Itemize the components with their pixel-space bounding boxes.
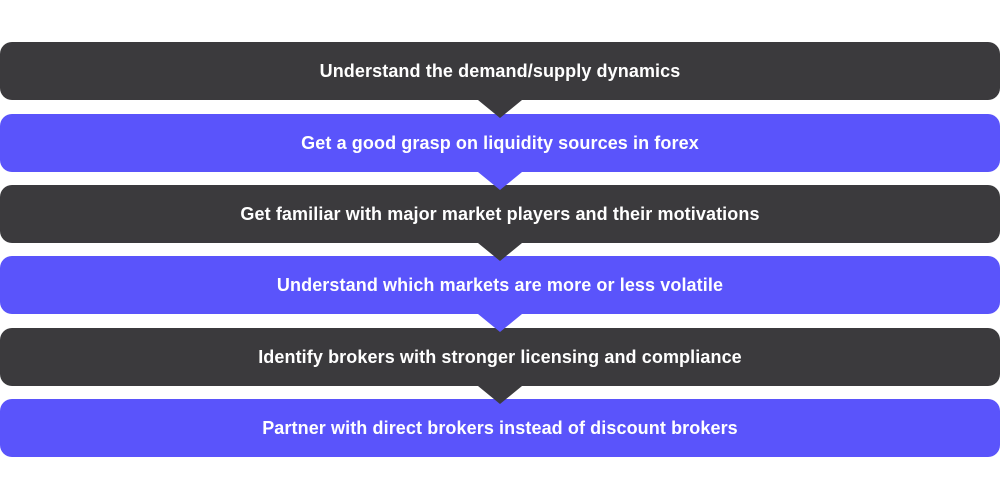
step-1-down-arrow-icon	[478, 100, 522, 118]
step-5-label: Identify brokers with stronger licensing…	[258, 346, 742, 367]
step-6-label: Partner with direct brokers instead of d…	[262, 417, 738, 438]
step-3: Get familiar with major market players a…	[0, 185, 1000, 261]
step-3-down-arrow-icon	[478, 243, 522, 261]
step-4: Understand which markets are more or les…	[0, 256, 1000, 332]
step-2-label: Get a good grasp on liquidity sources in…	[301, 132, 699, 153]
step-4-label: Understand which markets are more or les…	[276, 274, 724, 295]
step-2-down-arrow-icon	[478, 172, 522, 190]
step-5: Identify brokers with stronger licensing…	[0, 328, 1000, 404]
step-6: Partner with direct brokers instead of d…	[0, 399, 1000, 457]
step-2: Get a good grasp on liquidity sources in…	[0, 114, 1000, 190]
step-1-label: Understand the demand/supply dynamics	[319, 60, 681, 81]
step-1: Understand the demand/supply dynamics	[0, 42, 1000, 118]
step-4-down-arrow-icon	[478, 314, 522, 332]
step-3-label: Get familiar with major market players a…	[240, 203, 760, 224]
step-5-down-arrow-icon	[478, 386, 522, 404]
